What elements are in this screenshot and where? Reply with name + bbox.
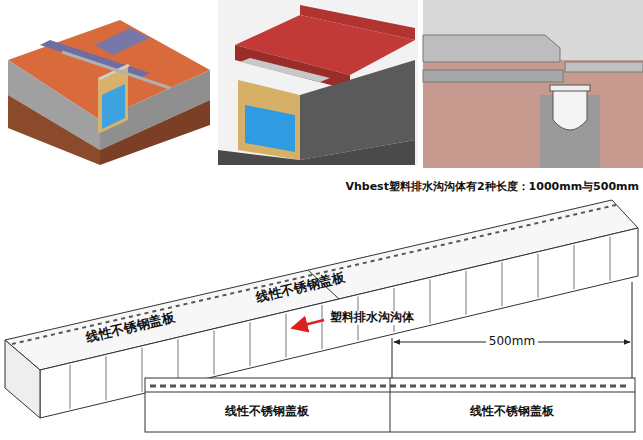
- cover-label: 线性不锈钢盖板: [225, 405, 309, 419]
- pointer-arrow: [292, 320, 324, 328]
- channel-rib: [178, 339, 179, 383]
- photo-panel-1: [8, 20, 210, 165]
- header-note: Vhbest塑料排水沟沟体有2种长度：1000mm与500mm: [345, 181, 639, 194]
- dimension-line: [392, 282, 632, 378]
- channel-rib: [214, 331, 215, 375]
- perspective-channel: [5, 200, 638, 418]
- channel-rib: [610, 237, 611, 281]
- channel-rib: [574, 245, 575, 289]
- channel-rib: [430, 279, 431, 323]
- channel-rib: [466, 271, 467, 315]
- cover-label: 线性不锈钢盖板: [470, 405, 554, 419]
- channel-rib: [394, 288, 395, 332]
- dimension-label: 500mm: [486, 335, 538, 349]
- channel-rib: [142, 348, 143, 392]
- channel-rib: [502, 262, 503, 306]
- photo-panel-2: [218, 0, 418, 165]
- channel-rib: [322, 305, 323, 349]
- channel-rib: [106, 356, 107, 400]
- channel-rib: [250, 322, 251, 366]
- photo-panel-3: [423, 0, 643, 168]
- channel-rib: [286, 314, 287, 358]
- channel-rib: [70, 365, 71, 409]
- flat-cover: [145, 378, 635, 432]
- channel-rib: [538, 254, 539, 298]
- part-label: 塑料排水沟沟体: [327, 311, 417, 325]
